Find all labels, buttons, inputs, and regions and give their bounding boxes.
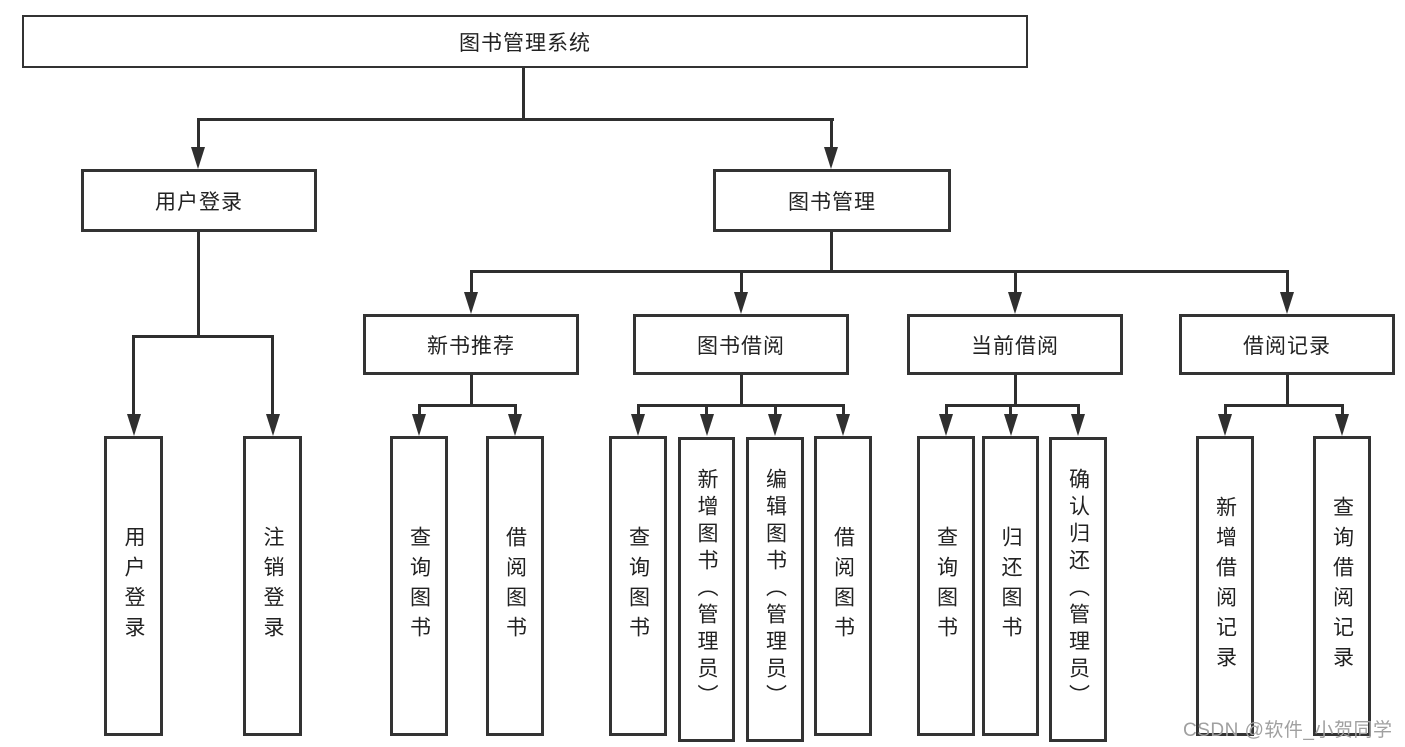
- leaf-label: 用户登录: [122, 526, 145, 646]
- connector-leaf-stem: [1009, 404, 1012, 418]
- leaf-label: 借阅图书: [831, 526, 855, 646]
- connector-group-down: [1286, 375, 1289, 406]
- arrow-down-icon: [1004, 414, 1018, 436]
- leaf-logout: 注销登录: [243, 436, 302, 736]
- connector-leaf-stem: [132, 335, 135, 416]
- connector-book-management-stem: [830, 118, 833, 150]
- arrow-down-icon: [734, 292, 748, 314]
- leaf-add-borrow-record: 新增借阅记录: [1196, 436, 1254, 736]
- connector-level2-stem: [1014, 270, 1017, 294]
- arrow-down-icon: [836, 414, 850, 436]
- connector-leaf-stem: [637, 404, 640, 418]
- connector-group-hline: [418, 404, 517, 407]
- arrow-down-icon: [631, 414, 645, 436]
- leaf-label: 注销登录: [261, 526, 284, 646]
- connector-level2-stem: [740, 270, 743, 294]
- node-label: 图书借阅: [697, 334, 785, 358]
- leaf-query-books-borrow: 查询图书: [609, 436, 667, 736]
- leaf-label: 编辑图书（管理员）: [763, 468, 787, 711]
- leaf-borrow-books-borrow: 借阅图书: [814, 436, 872, 736]
- leaf-label: 查询图书: [407, 526, 431, 646]
- leaf-add-book-admin: 新增图书（管理员）: [678, 437, 735, 742]
- connector-level2-hline: [470, 270, 1289, 273]
- connector-user-login-hline: [132, 335, 274, 338]
- node-user-login: 用户登录: [81, 169, 317, 232]
- node-new-book-recommendation: 新书推荐: [363, 314, 579, 375]
- leaf-label: 查询借阅记录: [1330, 496, 1354, 676]
- arrow-down-icon: [412, 414, 426, 436]
- leaf-label: 归还图书: [999, 526, 1022, 646]
- arrow-down-icon: [768, 414, 782, 436]
- arrow-down-icon: [1218, 414, 1232, 436]
- connector-leaf-stem: [774, 404, 777, 418]
- leaf-label: 新增借阅记录: [1213, 496, 1237, 676]
- arrow-down-icon: [1335, 414, 1349, 436]
- node-library-system: 图书管理系统: [22, 15, 1028, 68]
- arrow-down-icon: [1280, 292, 1294, 314]
- node-label: 新书推荐: [427, 334, 515, 358]
- node-label: 用户登录: [155, 190, 243, 214]
- leaf-query-books-recommend: 查询图书: [390, 436, 448, 736]
- leaf-label: 新增图书（管理员）: [695, 468, 718, 711]
- arrow-down-icon: [824, 147, 838, 169]
- node-current-borrowing: 当前借阅: [907, 314, 1123, 375]
- arrow-down-icon: [1008, 292, 1022, 314]
- node-label: 图书管理: [788, 190, 876, 214]
- connector-group-down: [470, 375, 473, 406]
- arrow-down-icon: [1071, 414, 1085, 436]
- connector-leaf-stem: [945, 404, 948, 418]
- connector-leaf-stem: [1341, 404, 1344, 418]
- arrow-down-icon: [266, 414, 280, 436]
- leaf-label: 查询图书: [934, 526, 958, 646]
- leaf-return-books: 归还图书: [982, 436, 1039, 736]
- connector-leaf-stem: [705, 404, 708, 418]
- connector-group-hline: [945, 404, 1080, 407]
- connector-level2-stem: [1286, 270, 1289, 294]
- connector-group-down: [740, 375, 743, 406]
- leaf-query-borrow-record: 查询借阅记录: [1313, 436, 1371, 736]
- arrow-down-icon: [508, 414, 522, 436]
- connector-group-down: [1014, 375, 1017, 406]
- leaf-user-login: 用户登录: [104, 436, 163, 736]
- connector-user-login-stem: [197, 118, 200, 150]
- connector-leaf-stem: [842, 404, 845, 418]
- connector-leaf-stem: [271, 335, 274, 416]
- leaf-label: 确认归还（管理员）: [1066, 468, 1090, 711]
- arrow-down-icon: [464, 292, 478, 314]
- node-label: 图书管理系统: [459, 31, 591, 55]
- arrow-down-icon: [191, 147, 205, 169]
- node-book-borrowing: 图书借阅: [633, 314, 849, 375]
- leaf-edit-book-admin: 编辑图书（管理员）: [746, 437, 804, 742]
- leaf-label: 借阅图书: [503, 526, 527, 646]
- connector-group-hline: [637, 404, 845, 407]
- arrow-down-icon: [939, 414, 953, 436]
- node-book-management: 图书管理: [713, 169, 951, 232]
- arrow-down-icon: [700, 414, 714, 436]
- arrow-down-icon: [127, 414, 141, 436]
- connector-leaf-stem: [418, 404, 421, 418]
- connector-leaf-stem: [514, 404, 517, 418]
- connector-group-hline: [1224, 404, 1344, 407]
- leaf-query-books-current: 查询图书: [917, 436, 975, 736]
- leaf-confirm-return-admin: 确认归还（管理员）: [1049, 437, 1107, 742]
- node-label: 借阅记录: [1243, 334, 1331, 358]
- leaf-label: 查询图书: [626, 526, 650, 646]
- leaf-borrow-books-recommend: 借阅图书: [486, 436, 544, 736]
- connector-root-stem: [522, 68, 525, 121]
- connector-leaf-stem: [1077, 404, 1080, 418]
- connector-level1-hline: [197, 118, 834, 121]
- connector-leaf-stem: [1224, 404, 1227, 418]
- watermark: CSDN @软件_小贺同学: [1183, 720, 1393, 741]
- connector-user-login-down: [197, 232, 200, 338]
- node-borrowing-records: 借阅记录: [1179, 314, 1395, 375]
- node-label: 当前借阅: [971, 334, 1059, 358]
- connector-level2-stem: [470, 270, 473, 294]
- connector-book-management-down: [830, 232, 833, 273]
